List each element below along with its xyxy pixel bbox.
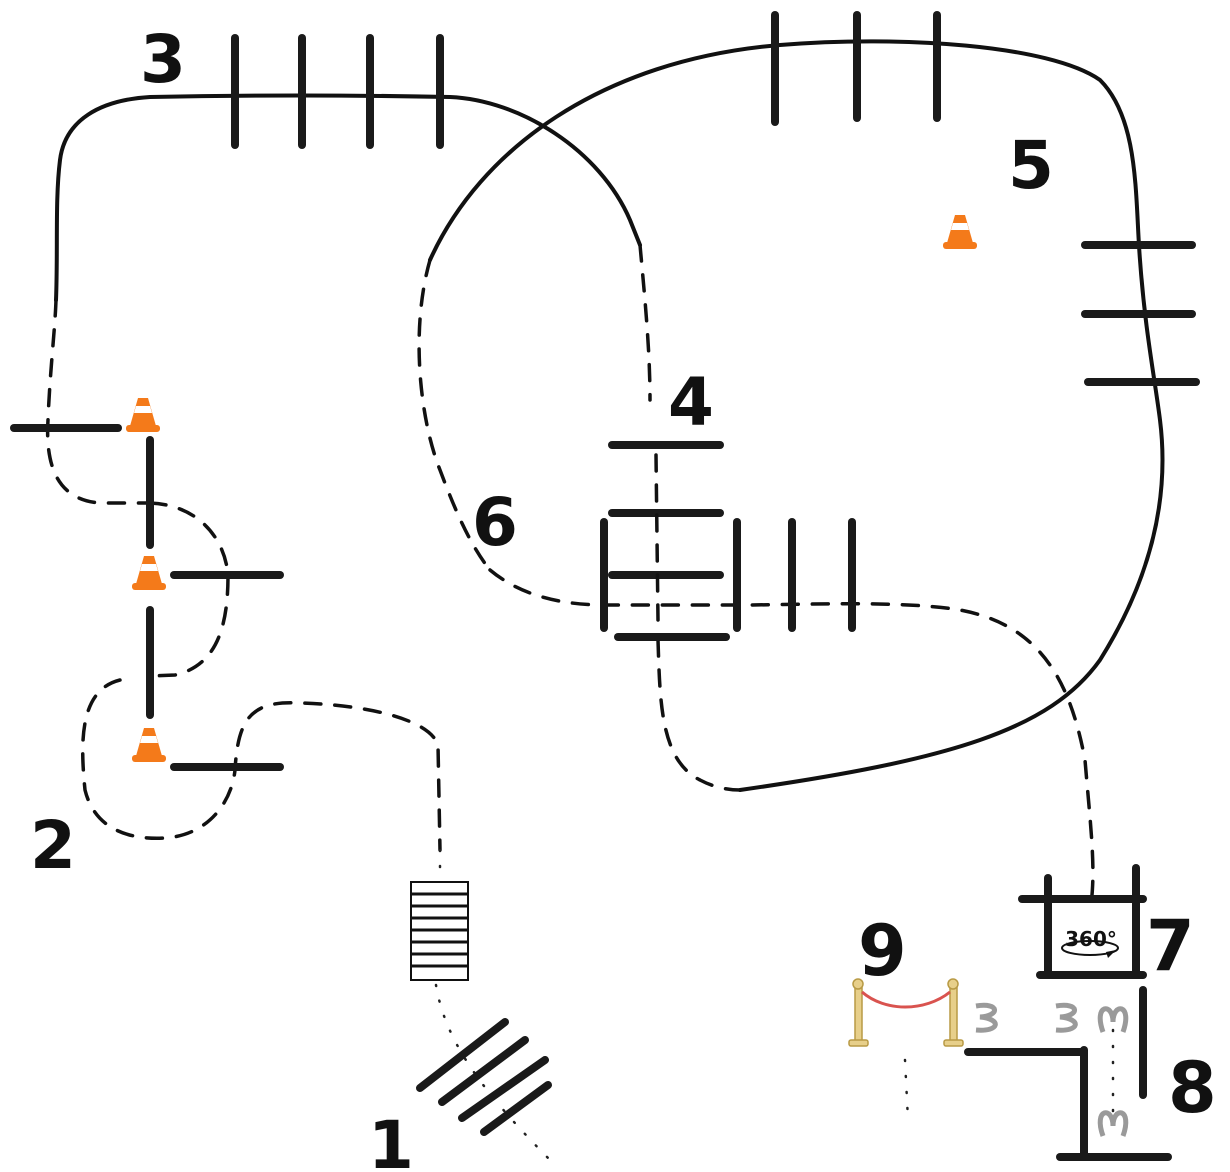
spring-icon [1097,1006,1129,1033]
gate-1d [480,1081,552,1136]
section-number-6: 6 [472,484,518,561]
section-number-1: 1 [368,1107,414,1172]
track-section-1-dots-exit [434,983,557,1167]
traffic-cone-icon [126,398,160,432]
spin-label: 360° [1065,927,1117,951]
section-number-4: 4 [668,364,714,441]
rotate-360-icon: 360° [1061,927,1119,958]
traffic-cone-icon [132,556,166,590]
spring-icon [1055,1002,1078,1033]
spring-icon [975,1002,998,1033]
traffic-cone-icon [132,728,166,762]
section-number-7: 7 [1146,905,1195,987]
gate-1a [416,1018,509,1092]
track-slalom-a [148,501,230,678]
track-loop-3-dashed-end [638,243,652,402]
section-number-9: 9 [858,910,907,992]
spring-icon [1097,1110,1129,1137]
section-number-3: 3 [140,21,186,98]
rope-barrier-icon [848,978,964,1047]
section-number-5: 5 [1008,127,1054,204]
section-number-8: 8 [1168,1047,1217,1129]
track-section-6 [488,568,1095,897]
track-section-2-in [45,298,152,505]
ladder-4-centerline [654,453,660,622]
gate-1b [438,1036,529,1106]
section-number-2: 2 [30,807,76,884]
track-loop-5-dashed-left [417,258,492,572]
start-grid [410,881,469,981]
track-slalom-b [80,678,442,852]
track-loop-3 [54,93,642,302]
track-return-lower [656,638,742,792]
traffic-cone-icon [943,215,977,249]
gate-1c [458,1056,549,1122]
track-section-9-dots [903,1058,910,1122]
